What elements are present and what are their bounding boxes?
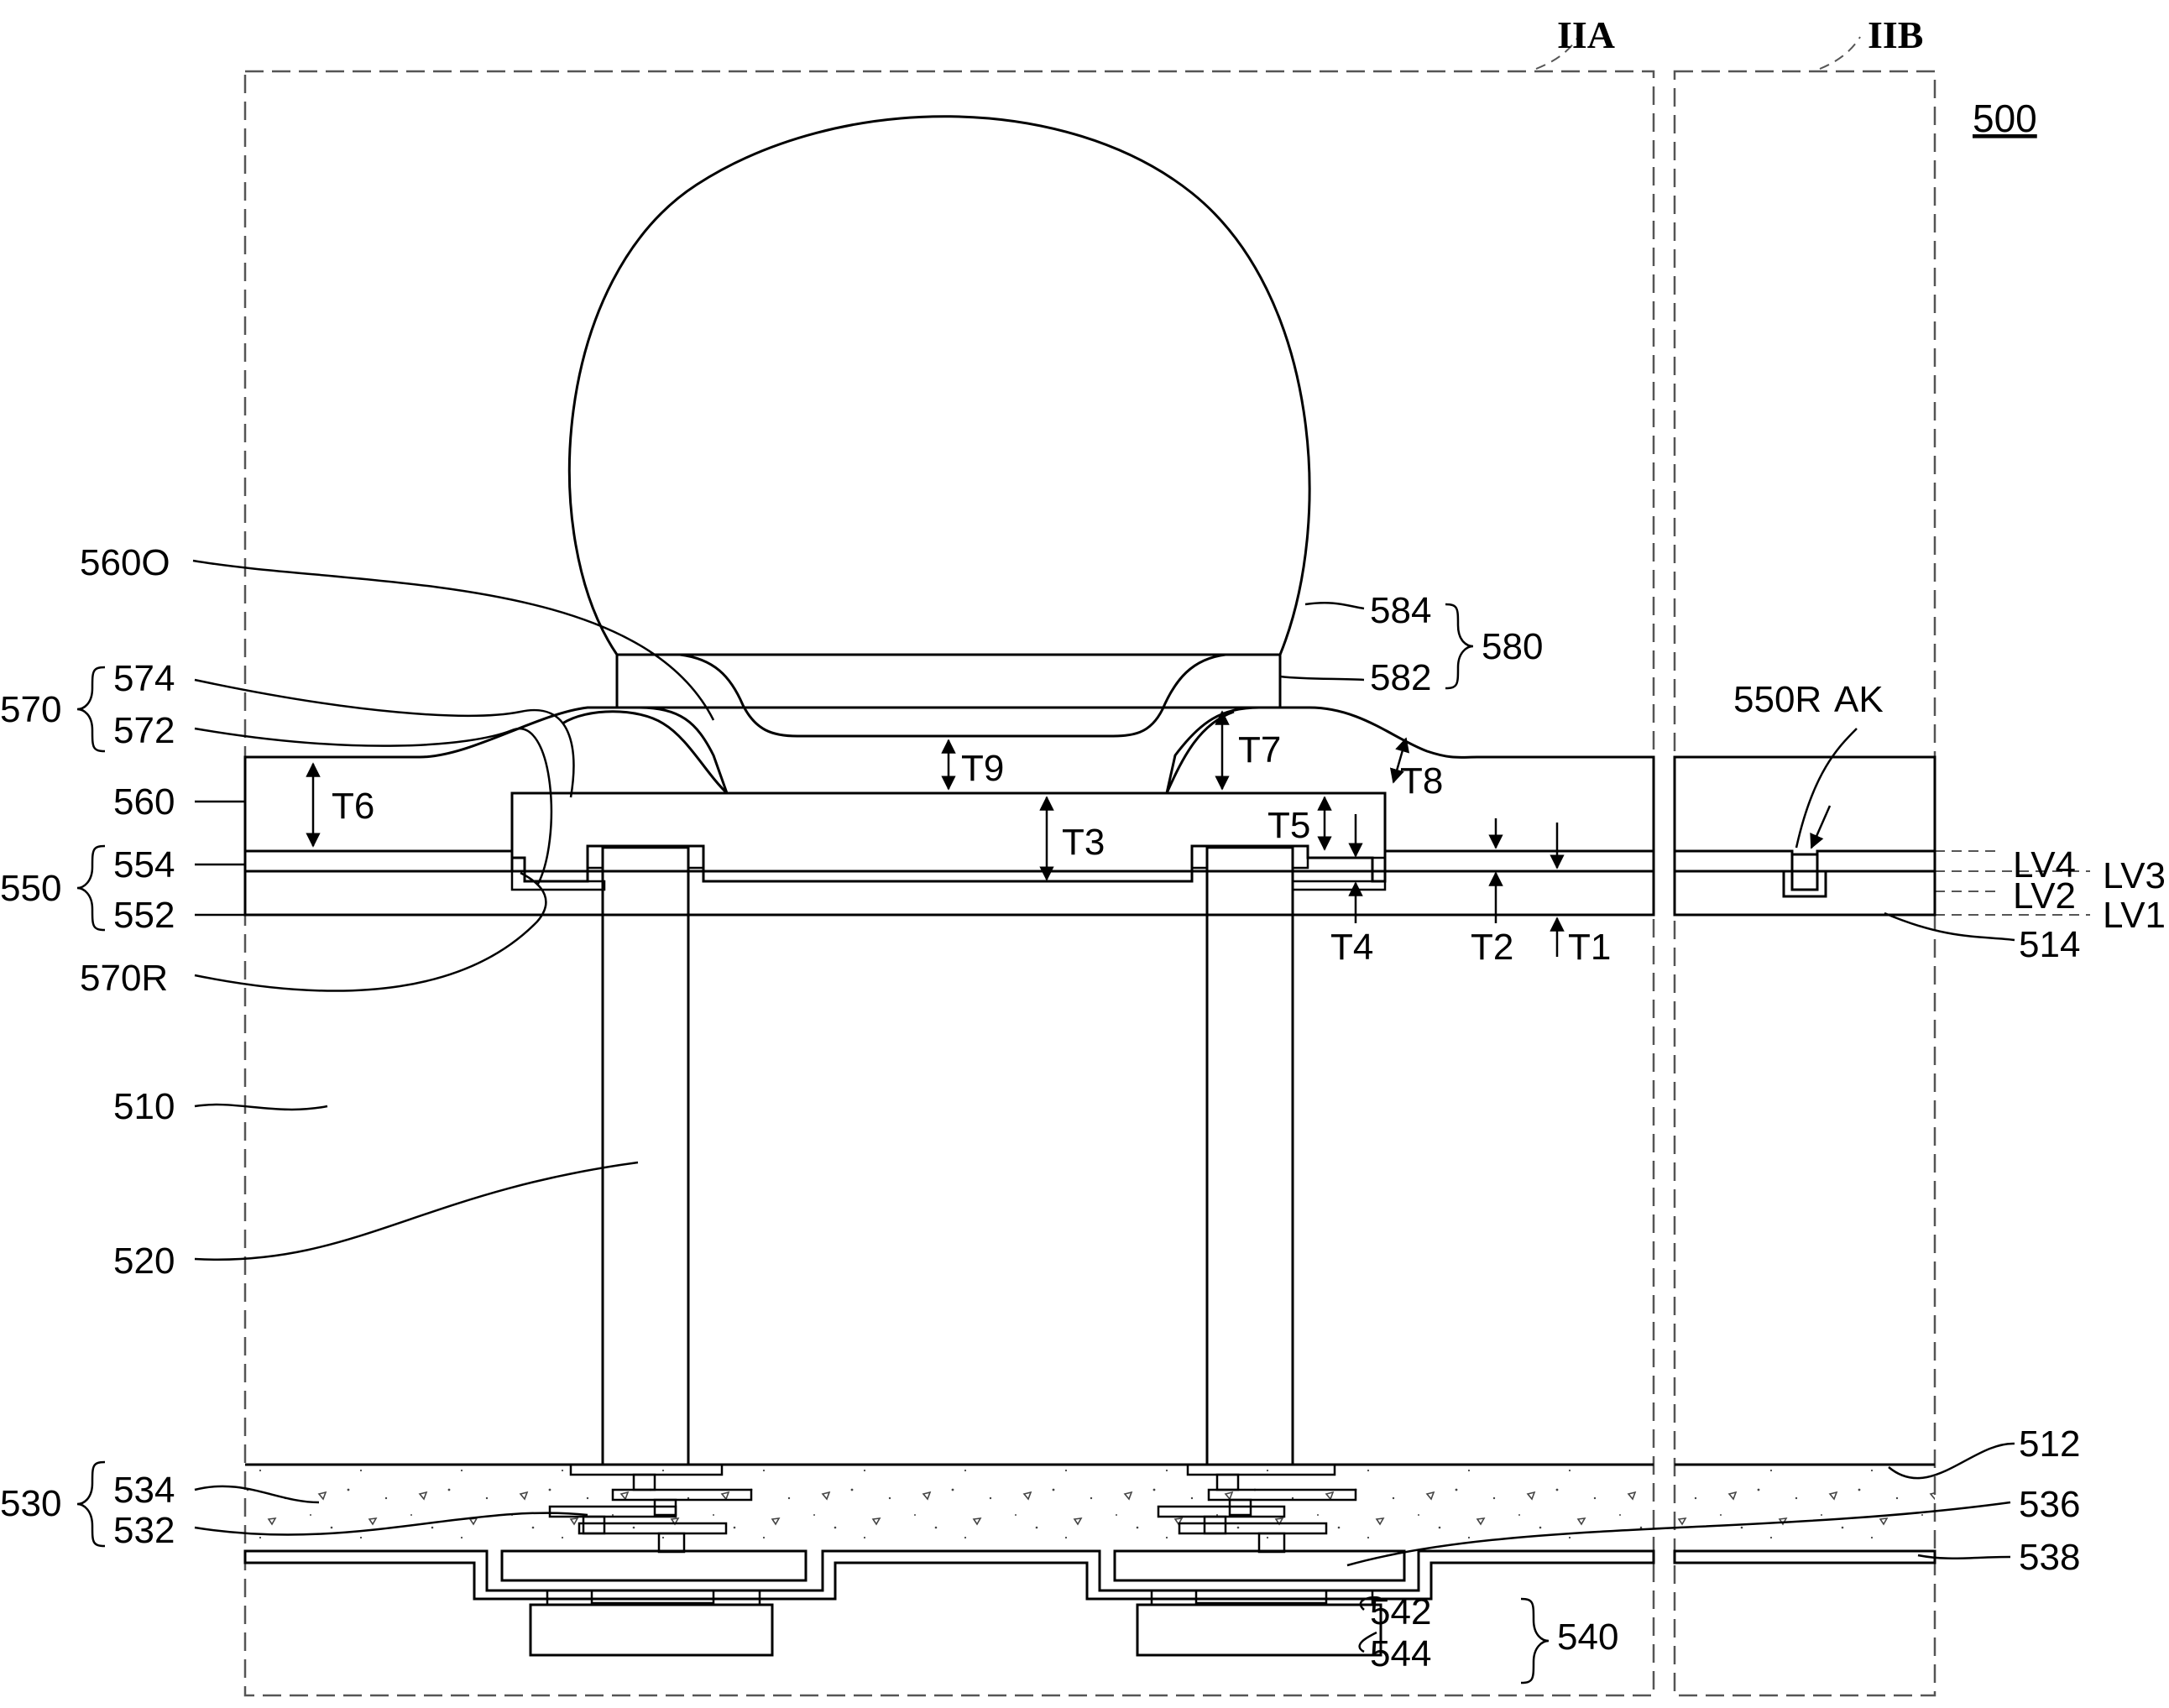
label-532: 532 xyxy=(113,1510,175,1551)
label-t8: T8 xyxy=(1400,760,1443,802)
label-520: 520 xyxy=(113,1241,175,1282)
layer-554-right xyxy=(1675,851,1935,896)
label-512: 512 xyxy=(2019,1423,2080,1465)
via-cap-left xyxy=(588,846,703,868)
region-iib-box xyxy=(1675,71,1935,1695)
layer-554-left xyxy=(245,851,512,871)
layer-552-right xyxy=(1675,871,1935,915)
label-580: 580 xyxy=(1482,626,1543,667)
solder-ball-584 xyxy=(569,117,1309,736)
label-550R: 550R xyxy=(1733,679,1821,720)
label-538: 538 xyxy=(2019,1537,2080,1578)
label-542: 542 xyxy=(1370,1591,1431,1632)
connector-544-left xyxy=(530,1605,772,1655)
label-t6: T6 xyxy=(332,786,374,827)
through-via-520-left xyxy=(603,846,688,1465)
layer-552 xyxy=(245,871,1654,915)
label-536: 536 xyxy=(2019,1484,2080,1525)
layer-554-mid xyxy=(1385,851,1654,871)
via-cap-right xyxy=(1192,846,1308,868)
label-582: 582 xyxy=(1370,657,1431,698)
label-554: 554 xyxy=(113,844,175,885)
label-552: 552 xyxy=(113,895,175,936)
label-t1: T1 xyxy=(1568,927,1611,968)
label-t3: T3 xyxy=(1062,822,1105,863)
bond-pad-536-right xyxy=(1115,1551,1404,1580)
label-514: 514 xyxy=(2019,924,2080,965)
label-t9: T9 xyxy=(961,748,1004,789)
redistribution-layer-530 xyxy=(245,1465,1654,1551)
region-iia-box xyxy=(245,71,1654,1695)
label-572: 572 xyxy=(113,710,175,751)
bond-pad-536-left xyxy=(502,1551,806,1580)
label-544: 544 xyxy=(1370,1633,1431,1674)
label-540: 540 xyxy=(1557,1617,1618,1658)
region-label-iia: IIA xyxy=(1557,13,1615,56)
label-530: 530 xyxy=(0,1483,61,1524)
label-t4: T4 xyxy=(1330,927,1373,968)
label-lv1: LV1 xyxy=(2103,895,2166,936)
label-574: 574 xyxy=(113,658,175,699)
pillar-574-edge-left xyxy=(562,712,727,793)
label-t7: T7 xyxy=(1238,729,1281,770)
through-via-520-right xyxy=(1207,846,1293,1465)
region-iib-leader xyxy=(1820,37,1860,69)
figure-number: 500 xyxy=(1973,97,2037,140)
passivation-layer-560-right xyxy=(1675,757,1935,854)
label-t2: T2 xyxy=(1471,927,1513,968)
passivation-538 xyxy=(245,1551,1654,1599)
label-534: 534 xyxy=(113,1470,175,1511)
label-lv2: LV2 xyxy=(2013,875,2076,917)
label-lv3: LV3 xyxy=(2103,855,2166,896)
passivation-538-right xyxy=(1675,1551,1935,1563)
redistribution-layer-530-right xyxy=(1675,1465,1935,1551)
label-560O: 560O xyxy=(80,542,170,583)
label-510: 510 xyxy=(113,1086,175,1127)
label-550: 550 xyxy=(0,868,61,909)
label-t5: T5 xyxy=(1267,805,1310,846)
label-584: 584 xyxy=(1370,590,1431,631)
label-AK: AK xyxy=(1834,679,1884,720)
under-bump-pad-572 xyxy=(512,793,1385,881)
label-570R: 570R xyxy=(80,958,168,999)
connector-544-right xyxy=(1137,1605,1381,1655)
label-570: 570 xyxy=(0,689,61,730)
region-label-iib: IIB xyxy=(1868,13,1923,56)
label-560: 560 xyxy=(113,781,175,823)
